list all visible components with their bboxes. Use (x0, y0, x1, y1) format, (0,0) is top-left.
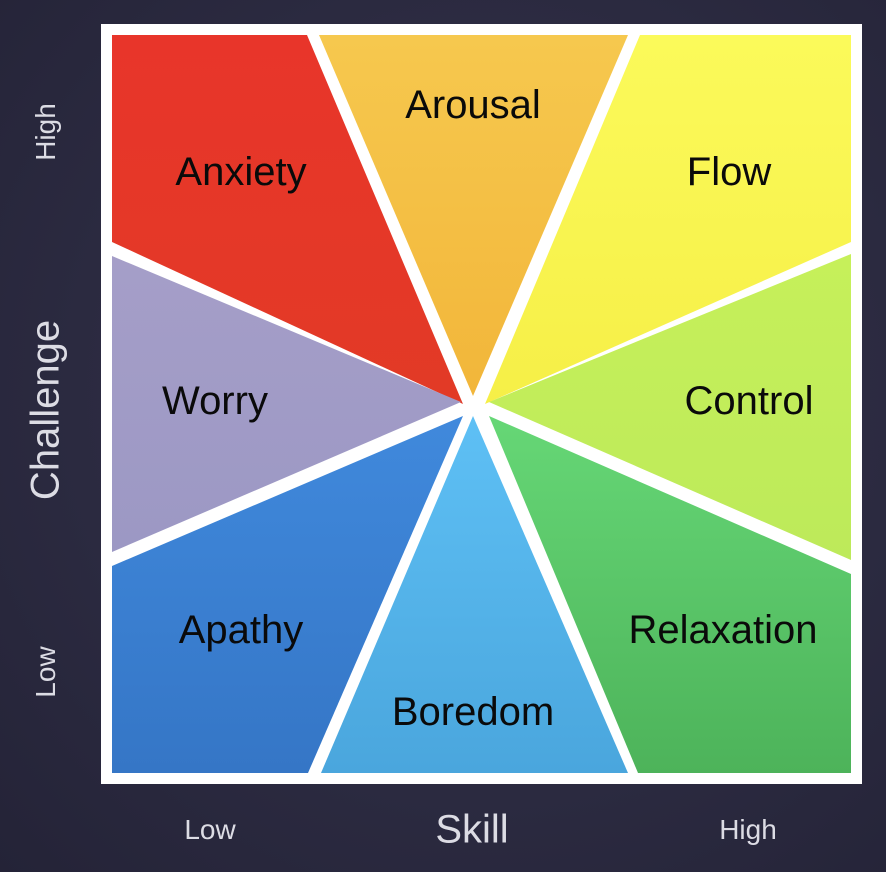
x-axis-title: Skill (435, 807, 509, 852)
segment-worry (112, 256, 461, 552)
label-control: Control (685, 379, 814, 423)
label-relaxation: Relaxation (628, 608, 817, 652)
segment-apathy (112, 416, 463, 773)
segment-arousal (319, 35, 628, 396)
segment-boredom (321, 416, 628, 773)
segment-relaxation (489, 416, 851, 773)
label-flow: Flow (687, 150, 772, 194)
x-axis-low-label: Low (184, 814, 236, 845)
segment-flow (485, 35, 851, 404)
segment-control (489, 254, 851, 560)
segment-anxiety (112, 35, 463, 404)
label-boredom: Boredom (392, 690, 554, 734)
y-axis-high-label: High (30, 103, 61, 161)
label-apathy: Apathy (179, 608, 304, 652)
flow-model-wheel: Anxiety Arousal Flow Worry Control Apath… (112, 35, 851, 773)
label-worry: Worry (162, 379, 268, 423)
diagram-frame: Anxiety Arousal Flow Worry Control Apath… (101, 24, 862, 784)
x-axis-high-label: High (719, 814, 777, 845)
y-axis-low-label: Low (30, 646, 61, 698)
label-arousal: Arousal (405, 83, 541, 127)
label-anxiety: Anxiety (175, 150, 306, 194)
y-axis-title: Challenge (23, 319, 68, 501)
